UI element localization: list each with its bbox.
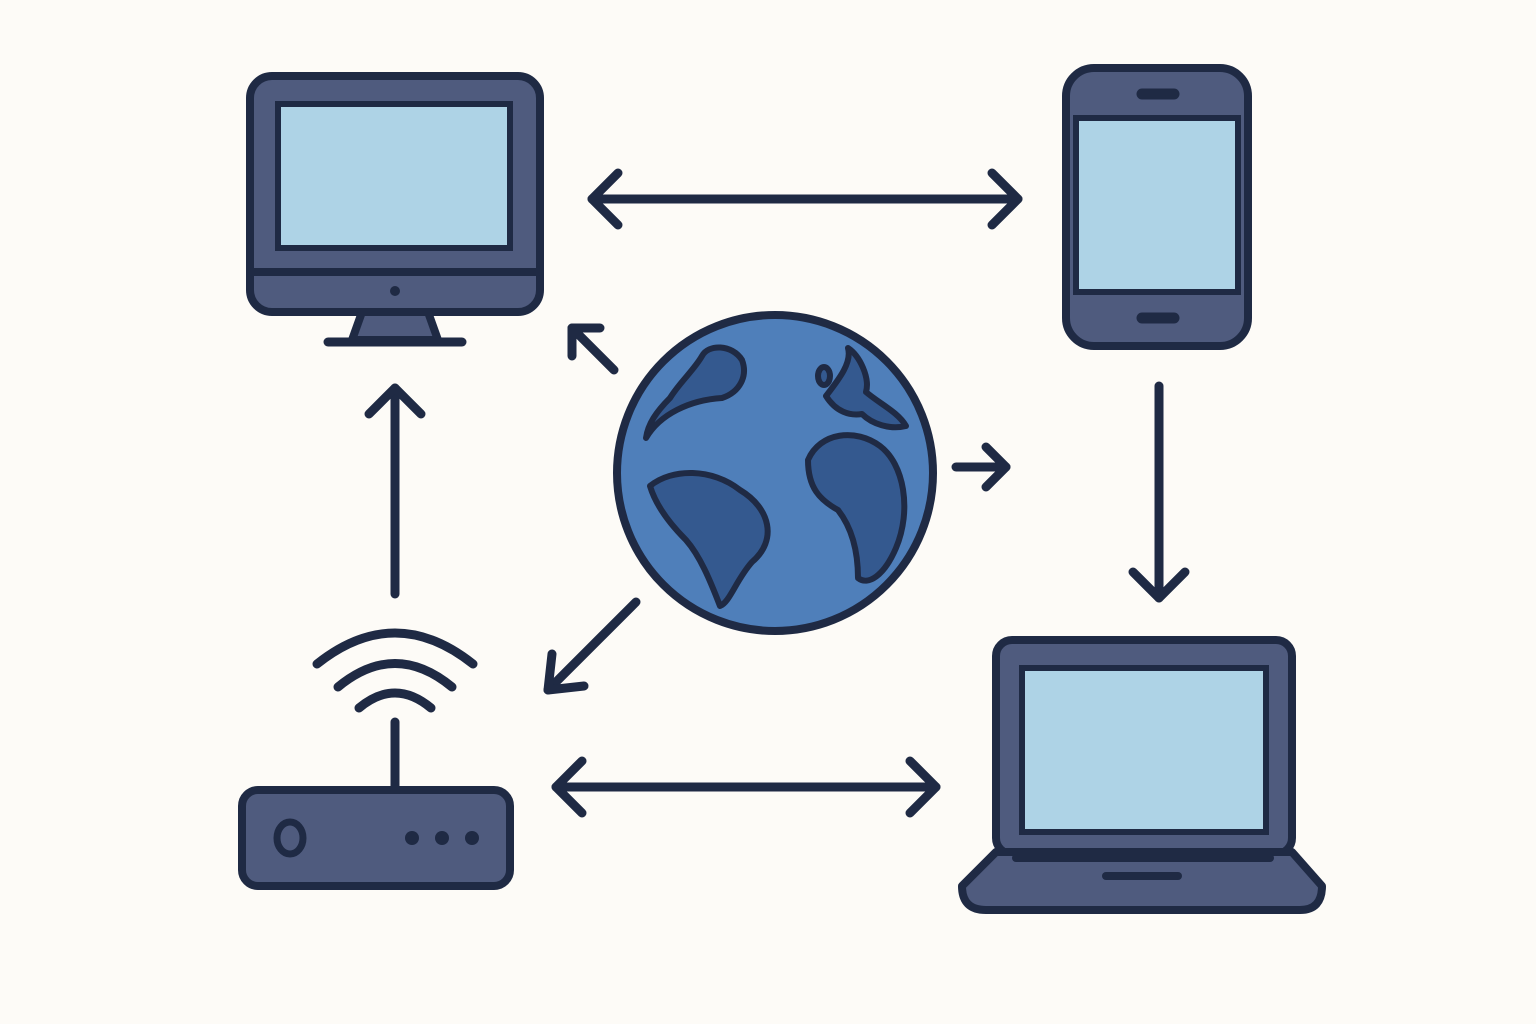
smartphone-icon: [1062, 64, 1252, 350]
connection-arrows: [364, 168, 1190, 818]
arrow-phone-laptop: [1128, 381, 1190, 603]
wifi-signal-icon: [312, 628, 478, 669]
arrow-desktop-phone: [587, 168, 1023, 230]
arrow-globe-router: [543, 597, 641, 695]
wifi-router-icon: [238, 628, 514, 890]
arrow-globe-laptop: [951, 442, 1011, 492]
desktop-monitor-icon: [246, 72, 544, 347]
globe-icon: [613, 311, 937, 635]
arrow-router-laptop: [551, 756, 941, 818]
laptop-icon: [958, 636, 1326, 914]
arrow-router-desktop: [364, 383, 426, 599]
arrow-globe-desktop: [567, 323, 619, 375]
